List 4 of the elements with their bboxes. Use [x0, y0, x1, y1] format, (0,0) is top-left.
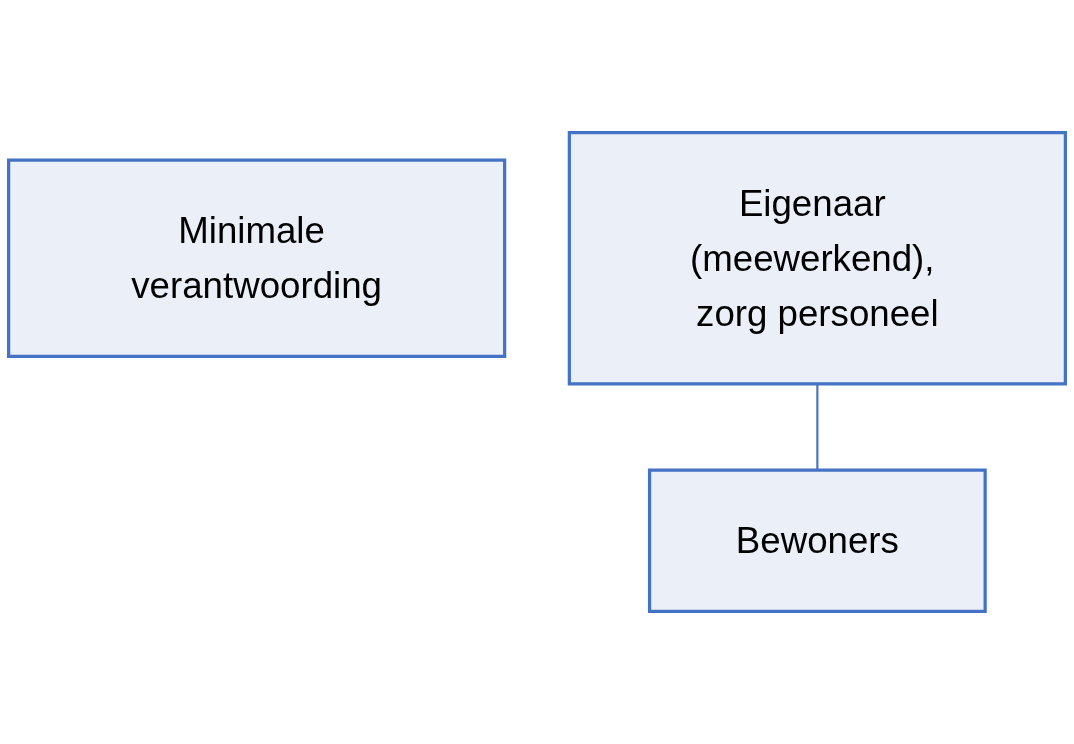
- node-box: Bewoners: [647, 468, 987, 613]
- node-box: Minimale verantwoording: [7, 158, 507, 358]
- connector: [816, 383, 819, 471]
- node-box: Eigenaar (meewerkend), zorg personeel: [567, 131, 1067, 386]
